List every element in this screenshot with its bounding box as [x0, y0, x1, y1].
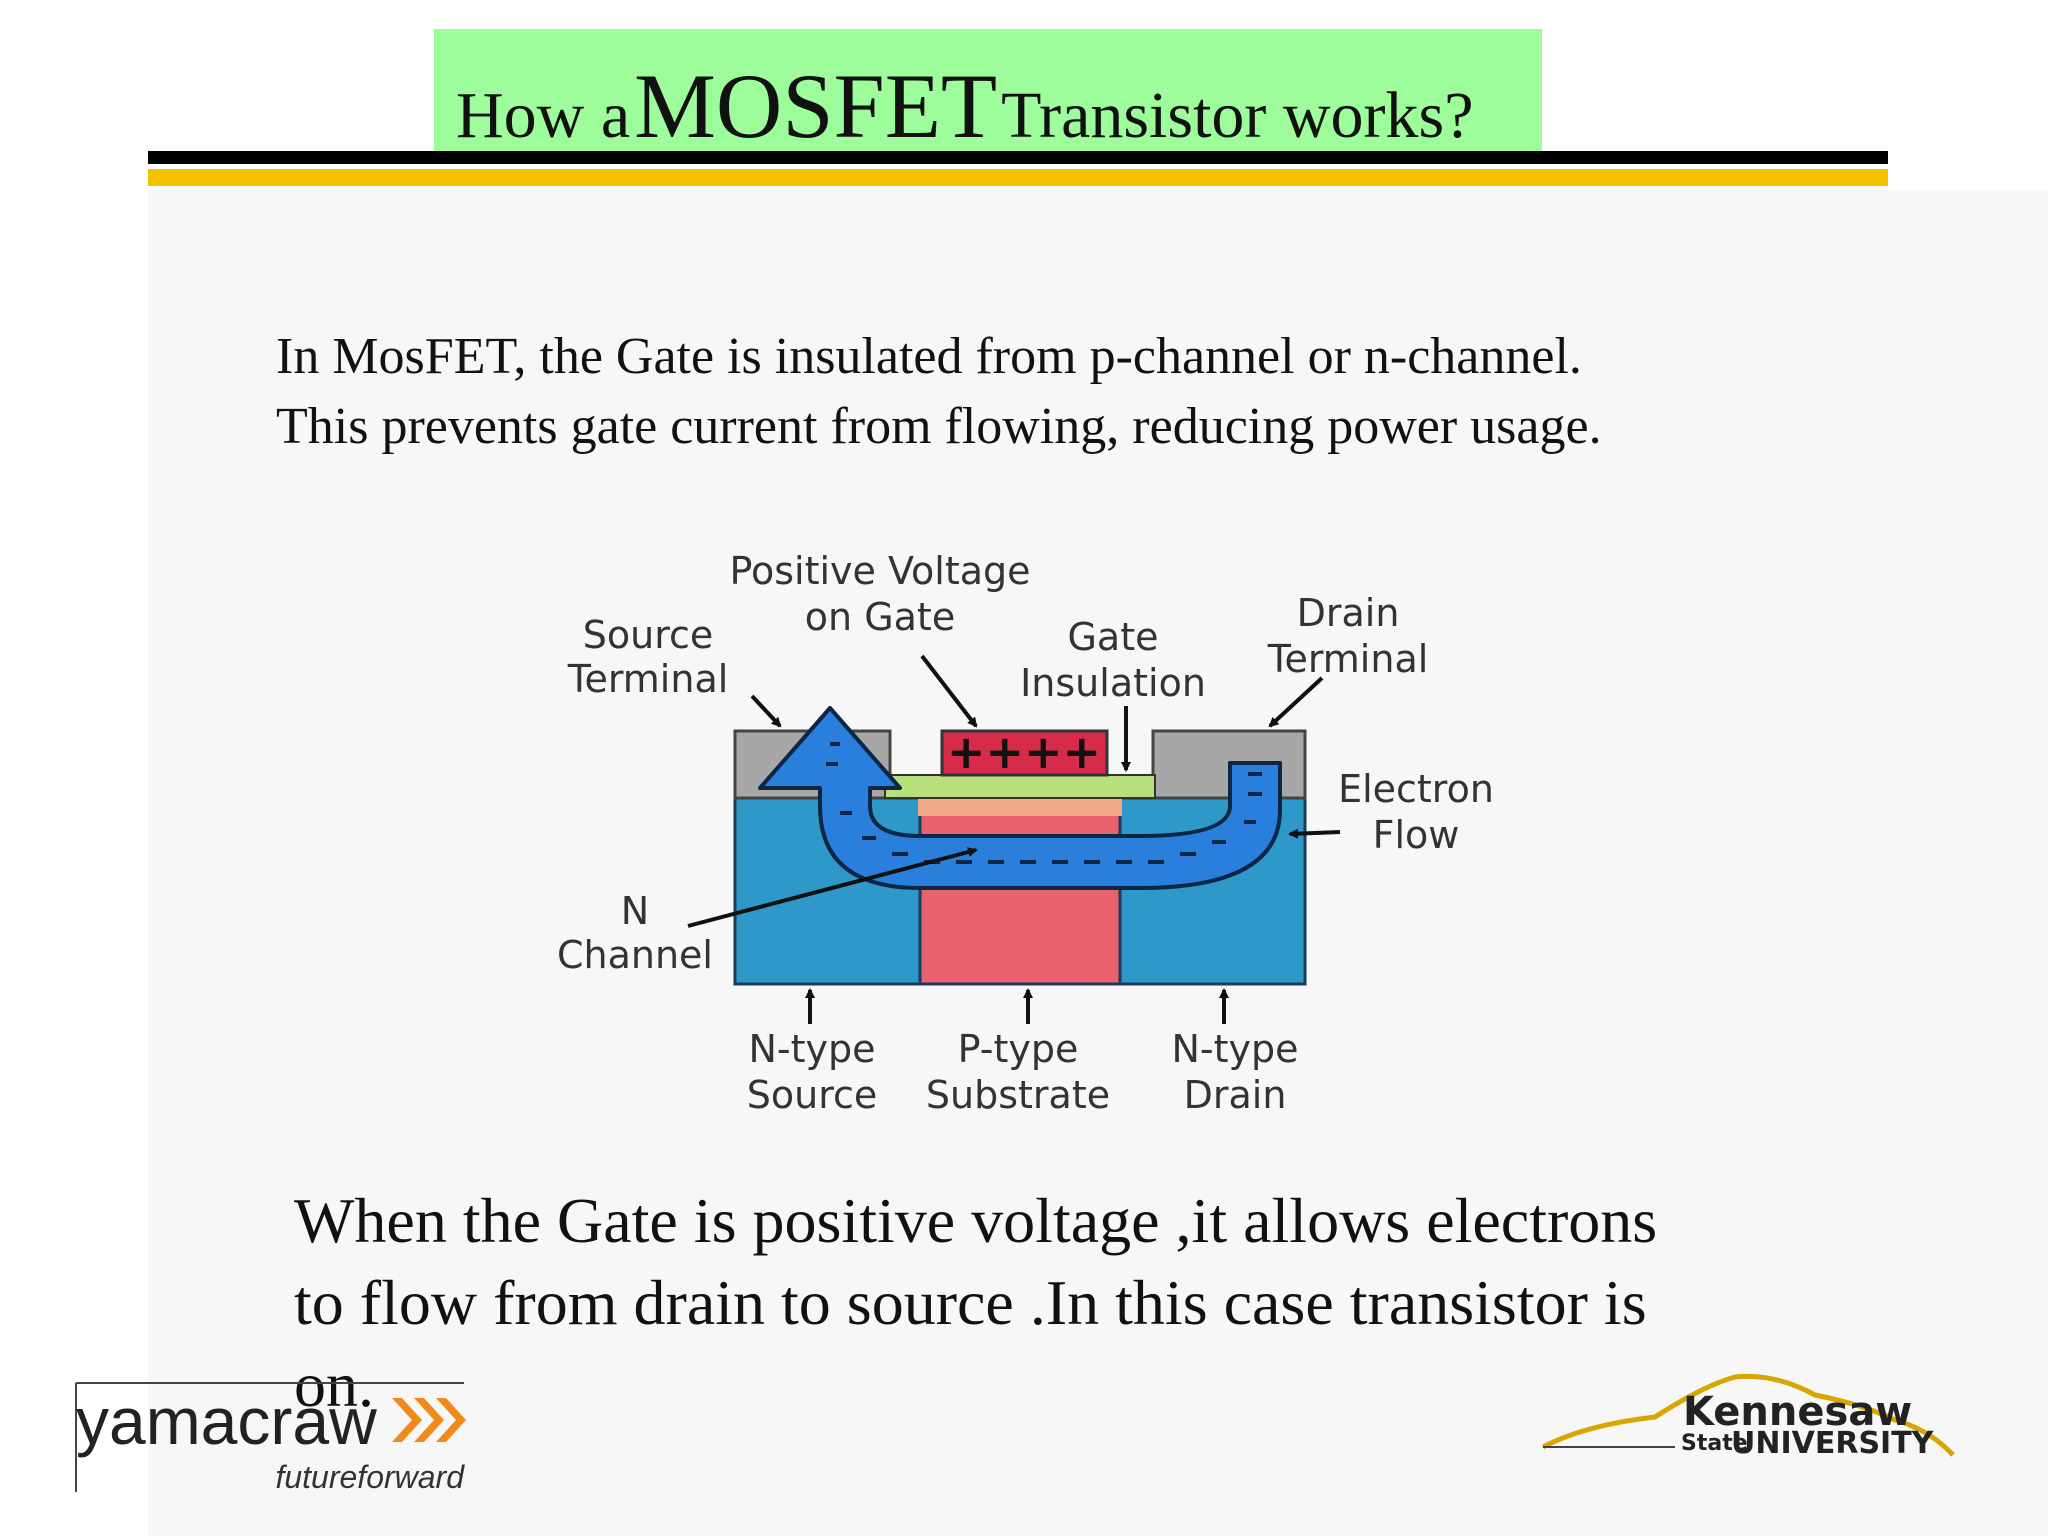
gate-insulation-label-2: Insulation — [1020, 661, 1206, 705]
electron-flow-label-2: Flow — [1373, 813, 1460, 857]
drain-terminal-label: Drain — [1297, 591, 1400, 635]
drain-terminal-label-2: Terminal — [1267, 637, 1429, 681]
mountain-outline-icon — [1541, 1373, 1955, 1457]
yamacraw-wordmark: yamacraw — [76, 1384, 377, 1458]
explanation-line-2: to flow from drain to source .In this ca… — [294, 1267, 1647, 1338]
title-emphasis: MOSFET — [634, 55, 998, 157]
title-rule-yellow — [148, 169, 1888, 186]
title-box: How a MOSFET Transistor works? — [434, 29, 1542, 160]
ksu-state: State — [1681, 1431, 1748, 1456]
gate-insulation-label: Gate — [1067, 615, 1158, 659]
n-channel-label-2: Channel — [557, 933, 713, 977]
yamacraw-tagline: futureforward — [275, 1459, 465, 1495]
n-type-source-label-2: Source — [747, 1073, 878, 1117]
drain-terminal-arrow — [1268, 676, 1324, 728]
n-type-source-label: N-type — [748, 1027, 875, 1071]
gate — [940, 729, 1109, 777]
intro-paragraph: In MosFET, the Gate is insulated from p-… — [276, 322, 1602, 462]
n-type-drain-label: N-type — [1171, 1027, 1298, 1071]
kennesaw-state-logo: Kennesaw State UNIVERSITY — [1541, 1373, 1955, 1461]
gate-voltage-arrow — [920, 654, 978, 728]
electron-flow-band — [758, 706, 1282, 890]
electron-flow-arrow — [1288, 828, 1341, 839]
intro-line-2: This prevents gate current from flowing,… — [276, 398, 1602, 455]
n-type-drain-label-2: Drain — [1184, 1073, 1287, 1117]
source-terminal-label-2: Terminal — [567, 657, 729, 701]
channel-base — [918, 798, 1122, 816]
p-type-substrate-label: P-type — [958, 1027, 1079, 1071]
source-terminal-arrow — [750, 694, 782, 728]
p-type-substrate-label-2: Substrate — [926, 1073, 1110, 1117]
gate-explanation-paragraph: When the Gate is positive voltage ,it al… — [294, 1180, 1657, 1426]
chevron-arrows-icon — [392, 1398, 466, 1442]
yamacraw-logo: yamacraw futureforward — [75, 1382, 466, 1495]
p-type-substrate-region — [918, 796, 1122, 986]
electron-flow-label: Electron — [1338, 767, 1494, 811]
electron-dashes — [826, 742, 1262, 864]
title-rule-black — [148, 151, 1888, 164]
n-channel-label: N — [621, 889, 649, 933]
n-channel-arrow — [687, 847, 978, 928]
intro-line-1: In MosFET, the Gate is insulated from p-… — [276, 328, 1582, 385]
title-prefix: How a — [456, 79, 631, 152]
source-terminal-label: Source — [583, 613, 714, 657]
explanation-line-3: on. — [294, 1349, 374, 1420]
positive-voltage-label-2: on Gate — [805, 595, 955, 639]
ksu-university: UNIVERSITY — [1731, 1426, 1935, 1461]
ksu-kennesaw: Kennesaw — [1683, 1389, 1912, 1435]
positive-voltage-label: Positive Voltage — [729, 549, 1030, 593]
explanation-line-1: When the Gate is positive voltage ,it al… — [294, 1185, 1658, 1256]
title-suffix: Transistor works? — [1001, 79, 1474, 152]
mosfet-diagram: ++++ Positive Voltage on Gate Source Ter… — [557, 549, 1494, 1117]
gate-charges: ++++ — [947, 725, 1101, 779]
